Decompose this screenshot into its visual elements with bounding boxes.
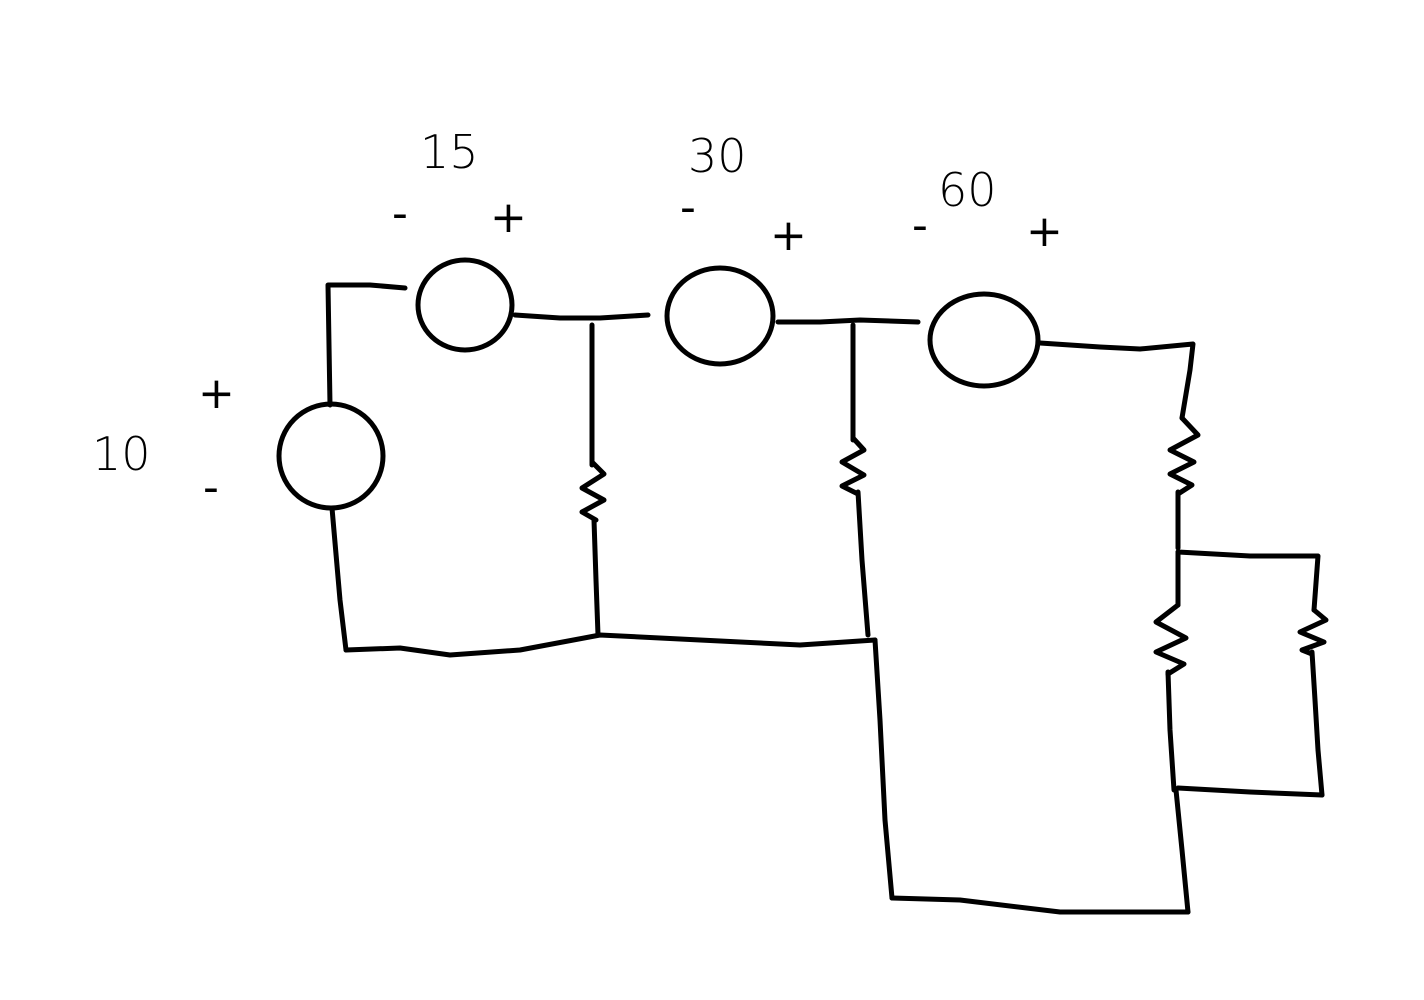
resistor-r2 (839, 435, 867, 497)
minus-sign-30: - (680, 182, 696, 233)
wire-parallel-bottom (1175, 785, 1325, 798)
wire-node-b-down2 (855, 489, 871, 638)
voltage-sources (276, 257, 1041, 511)
source-value-15: 15 (420, 125, 479, 179)
plus-sign-10: + (198, 368, 235, 419)
resistor-r3 (1167, 415, 1201, 497)
voltage-source-10 (276, 401, 386, 511)
wire-left-top (325, 282, 408, 408)
wire-bottom-rail (343, 632, 878, 658)
wire-parallel-right (1309, 649, 1325, 798)
wire-lower-bottom (889, 895, 1191, 915)
voltage-source-30 (664, 265, 776, 367)
source-value-10: 10 (92, 427, 151, 481)
plus-sign-15: + (490, 192, 527, 243)
voltage-source-60 (927, 291, 1041, 389)
wire-left-bottom (329, 505, 349, 653)
resistor-r4 (1153, 602, 1189, 677)
resistors (579, 415, 1329, 677)
wire-mid-resistor-bottom (1165, 669, 1177, 793)
plus-sign-30: + (770, 210, 807, 261)
source-value-30: 30 (688, 129, 747, 183)
minus-sign-15: - (392, 188, 408, 239)
labels: 10 + - 15 - + 30 - + 60 - + (92, 125, 1063, 513)
resistor-r1 (579, 459, 607, 523)
wire-node-a-down2 (591, 517, 601, 638)
wire-parallel-top (1175, 549, 1321, 613)
minus-sign-60: - (912, 200, 928, 251)
source-value-60: 60 (938, 163, 997, 217)
wire-right-top (1037, 340, 1196, 421)
minus-sign-10: - (203, 462, 219, 513)
resistor-r5 (1297, 607, 1329, 657)
plus-sign-60: + (1026, 206, 1063, 257)
wire-node-b (775, 317, 921, 325)
wires (325, 282, 1325, 915)
voltage-source-15 (415, 257, 515, 353)
wire-node-a (512, 312, 651, 321)
wire-lower-right (1173, 787, 1191, 915)
wire-lower-left (872, 637, 895, 901)
